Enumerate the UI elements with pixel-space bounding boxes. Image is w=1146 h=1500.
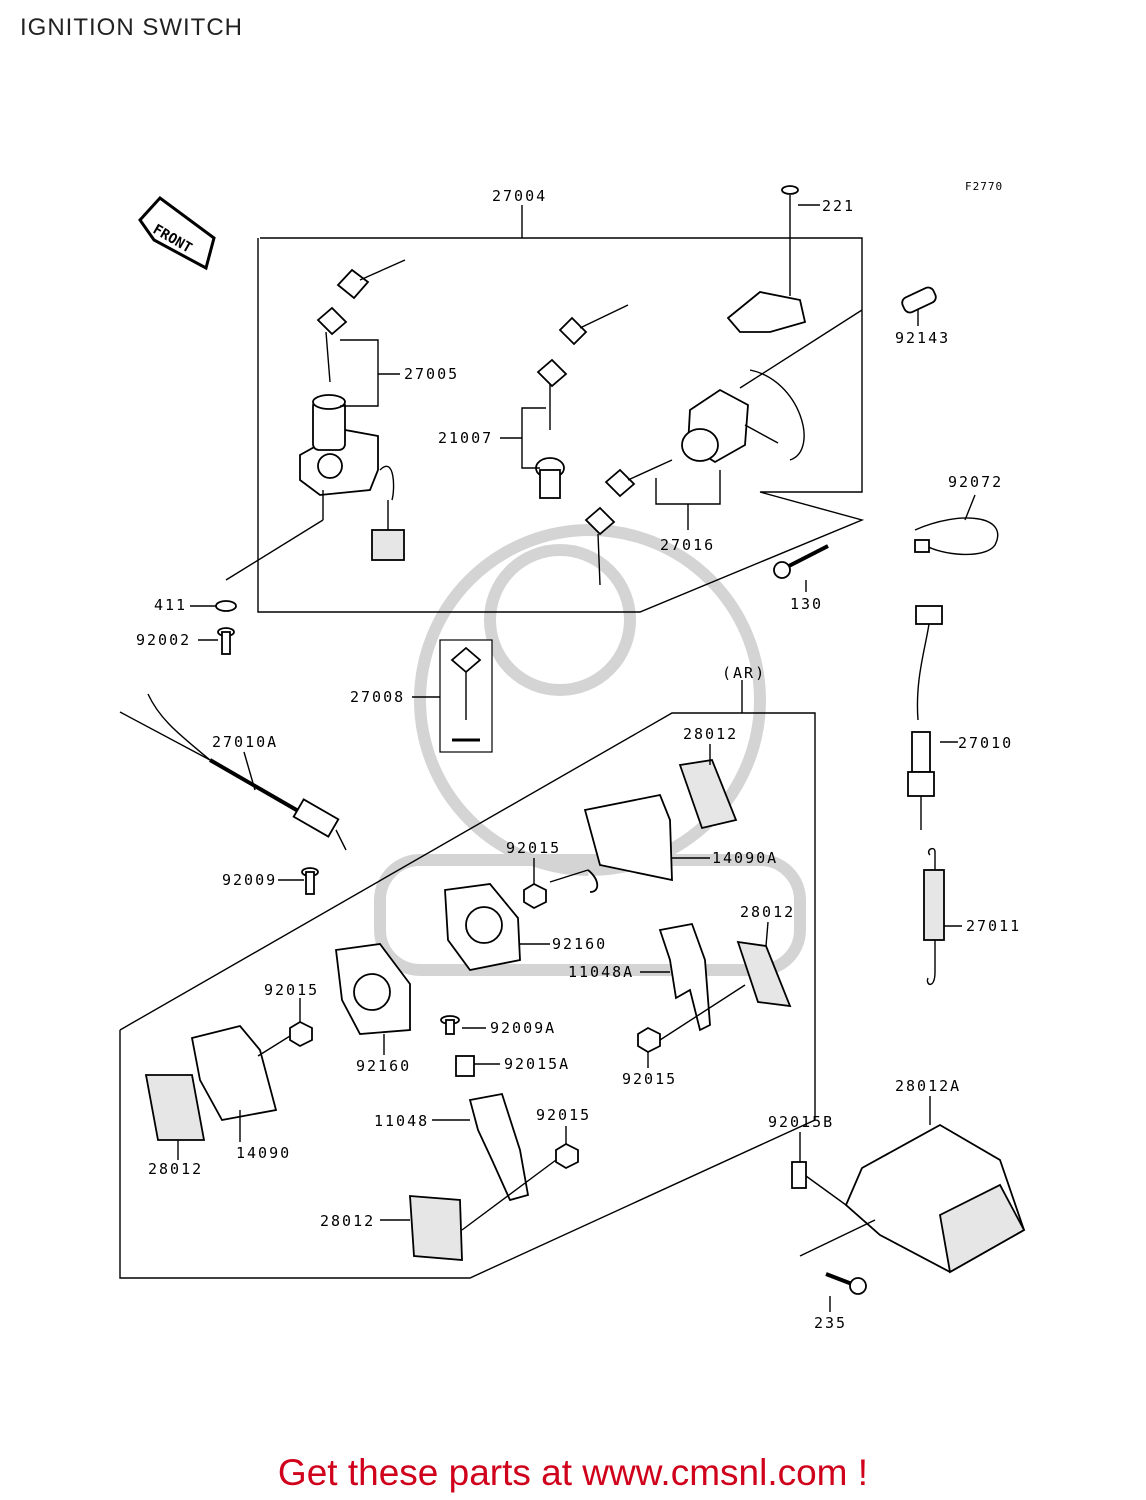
screw-235-part [825,1272,867,1295]
part-label: 92015 [536,1106,591,1124]
washer-411-part [215,600,237,612]
part-label: 27010A [212,733,278,751]
bracket-14090-part [190,1024,278,1122]
plate-92160-lower [335,943,411,1035]
part-label: 28012 [148,1160,203,1178]
part-label: 27004 [492,187,547,205]
front-arrow-icon: FRONT [138,195,216,271]
key-blank-27008-part [439,639,493,753]
part-label: 27005 [404,365,459,383]
part-label: 92009 [222,871,277,889]
part-label: 27008 [350,688,405,706]
reflector-28012-middle [736,940,792,1008]
bracket-14090a-part [583,793,673,893]
part-label: 27016 [660,536,715,554]
reflector-28012-left [144,1074,206,1141]
nut-92015-left [289,1020,313,1048]
collar-92015a-part [455,1055,475,1077]
switch-cable-27010a-part [119,693,347,851]
clip-92015b-part [791,1161,807,1189]
nut-92015-lower [555,1142,579,1170]
part-label: 14090A [712,849,778,867]
screw-92009-part [301,867,319,895]
lock-bracket-part [726,185,820,333]
reflector-28012a-part [844,1123,1026,1274]
part-label: 27010 [958,734,1013,752]
part-label: 92160 [356,1057,411,1075]
part-label: 27011 [966,917,1021,935]
cable-tie-part [914,517,999,556]
part-label: 221 [822,197,855,215]
switch-27010-part [907,605,943,830]
watermark-logo [374,524,806,976]
key-set-21007 [535,304,629,499]
ignition-switch-part [225,394,405,581]
part-label: 411 [154,596,187,614]
part-label: 92015 [264,981,319,999]
bolt-130-part [773,544,829,579]
seat-lock-part [681,369,805,464]
plate-92160-upper [444,883,521,971]
part-label: 92015 [622,1070,677,1088]
bracket-11048-part [468,1092,530,1202]
screw-92002-part [217,627,235,655]
key-set-27016 [584,459,673,586]
part-label: 28012 [683,725,738,743]
part-label: 92009A [490,1019,556,1037]
part-label: 11048 [374,1112,429,1130]
assembly-27004-outline [257,237,865,613]
part-label: 235 [814,1314,847,1332]
page-title: IGNITION SWITCH [20,14,243,41]
screw-92009a-part [440,1015,460,1035]
pin-92143-part [739,286,937,389]
part-label: 28012 [740,903,795,921]
bracket-11048a-part [658,922,711,1032]
reflector-28012-bottom [409,1195,463,1261]
nut-92015-middle [637,1026,661,1054]
part-label: 28012 [320,1212,375,1230]
part-label: 92002 [136,631,191,649]
assembly-ar-outline [119,712,816,1279]
footer-promo-link[interactable]: Get these parts at www.cmsnl.com ! [277,1452,869,1493]
area-tag: (AR) [722,664,766,682]
part-label: 21007 [438,429,493,447]
part-label: 92015 [506,839,561,857]
part-label: 92072 [948,473,1003,491]
part-label: 92143 [895,329,950,347]
nut-92015-upper [523,882,547,910]
leader-lines [177,310,976,1312]
part-label: 14090 [236,1144,291,1162]
figure-code: F2770 [965,180,1003,193]
part-label: 130 [790,595,823,613]
part-label: 28012A [895,1077,961,1095]
part-label: 92015B [768,1113,834,1131]
reflector-28012-upper [678,759,738,830]
spring-27011-part [923,847,945,986]
part-label: 92015A [504,1055,570,1073]
part-label: 11048A [568,963,634,981]
part-label: 92160 [552,935,607,953]
key-set-27005 [316,259,406,383]
